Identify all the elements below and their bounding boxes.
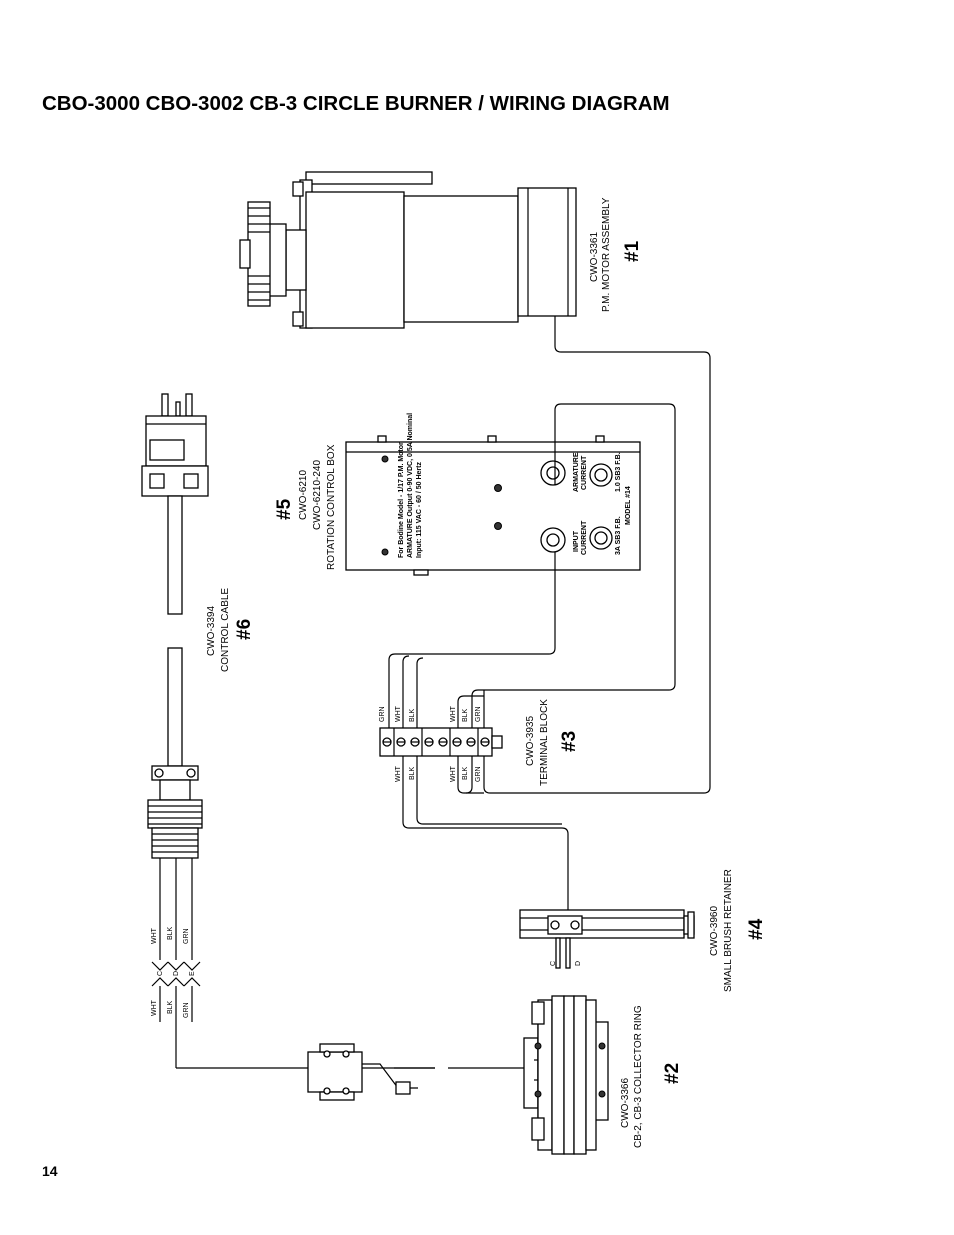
panel-model: MODEL #14 [625,486,632,525]
tb-top-wht: WHT [395,705,402,722]
connector-upper-blk: BLK [167,926,174,940]
power-plug [141,393,209,615]
control-box-part-number-240: CWO-6210-240 [312,460,323,530]
panel-fuse-input: 3A SB3 F.B. [615,516,622,555]
panel-motor-line: For Bodine Model - 1/17 P.M. Motor [398,442,405,558]
tb-bottom-blk: BLK [409,766,416,780]
panel-armature-label: ARMATURE [573,452,580,492]
brush-part-number: CWO-3960 [709,906,720,956]
panel-output-line: ARMATURE Output 0-90 VDC, 0.5A Nominal [407,413,414,558]
tb-bottom-blk-2: BLK [462,766,469,780]
panel-input-line: Input: 115 VAC - 60 / 50 Hertz [416,462,423,558]
rotation-control-box [345,435,641,576]
circular-connector [147,647,308,1069]
panel-input-current-label: CURRENT [581,520,588,555]
cable-description: CONTROL CABLE [220,588,231,672]
collector-number: #2 [662,1063,683,1084]
brush-pin-c: C [550,961,557,966]
connector-lower-blk: BLK [167,1000,174,1014]
tb-top-wht-2: WHT [450,705,457,722]
cable-plug-connector [307,1043,435,1101]
tb-top-blk: BLK [409,708,416,722]
tb-bottom-grn-2: GRN [475,766,482,782]
terminal-block [379,727,503,757]
panel-fuse-armature: 1.0 SB3 F.B. [615,452,622,492]
connector-lower-wht: WHT [151,999,158,1016]
connector-pin-e: E [189,971,196,976]
small-brush-retainer [519,909,695,969]
connector-pin-d: D [173,971,180,976]
panel-armature-current-label: CURRENT [581,455,588,490]
tb-bottom-wht: WHT [395,765,402,782]
brush-pin-d: D [575,961,582,966]
collector-ring [448,995,609,1155]
tb-bottom-wht-2: WHT [450,765,457,782]
connector-upper-wht: WHT [151,927,158,944]
control-box-description: ROTATION CONTROL BOX [326,444,337,570]
terminal-description: TERMINAL BLOCK [539,699,550,786]
pm-motor-assembly [239,171,577,329]
connector-lower-grn: GRN [183,1002,190,1018]
tb-top-grn: GRN [379,706,386,722]
connector-pin-c: C [157,971,164,976]
brush-number: #4 [746,918,767,940]
wiring-harness [388,316,711,1069]
motor-number: #1 [622,240,643,262]
motor-part-number: CWO-3361 [589,232,600,282]
page-number: 14 [42,1163,58,1179]
cable-part-number: CWO-3394 [206,606,217,656]
terminal-number: #3 [559,731,580,752]
terminal-part-number: CWO-3935 [525,716,536,766]
control-box-number: #5 [274,498,295,520]
tb-top-blk-2: BLK [462,708,469,722]
control-box-part-number: CWO-6210 [298,470,309,520]
panel-input-label: INPUT [573,530,580,552]
motor-description: P.M. MOTOR ASSEMBLY [601,197,612,312]
page-title: CBO-3000 CBO-3002 CB-3 CIRCLE BURNER / W… [42,92,670,115]
tb-top-grn-2: GRN [475,706,482,722]
connector-upper-grn: GRN [183,928,190,944]
collector-part-number: CWO-3366 [620,1078,631,1128]
cable-number: #6 [234,619,255,640]
collector-description: CB-2, CB-3 COLLECTOR RING [633,1005,644,1148]
brush-description: SMALL BRUSH RETAINER [723,869,734,992]
